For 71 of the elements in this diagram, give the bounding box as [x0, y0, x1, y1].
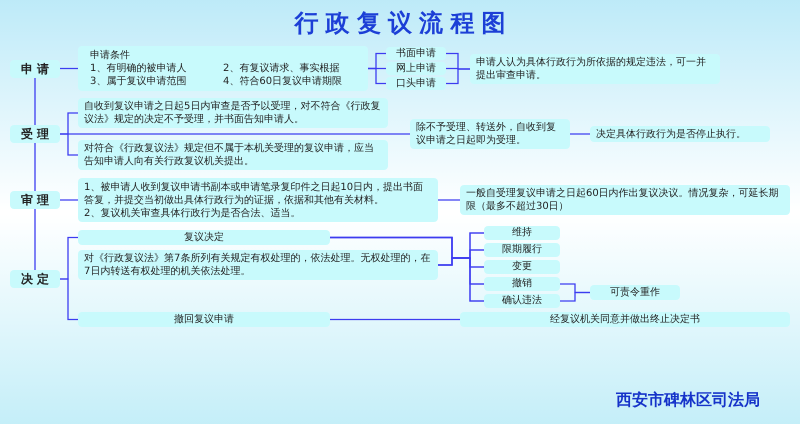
stage-box	[10, 125, 60, 143]
step-box	[78, 312, 330, 327]
step-box	[470, 54, 720, 84]
step-box	[78, 140, 388, 170]
step-box	[78, 178, 438, 222]
connector-line	[60, 68, 78, 70]
stage-label: 申请	[20, 62, 54, 76]
step-box	[410, 119, 570, 149]
connector-line	[570, 133, 590, 135]
step-text: 网上申请	[396, 62, 436, 74]
condition-item: 3、属于复议申请范围	[90, 75, 188, 88]
conditions-box	[78, 46, 368, 91]
step-box	[386, 77, 446, 90]
connector-line	[560, 292, 590, 302]
step-text: 书面申请	[396, 48, 436, 60]
step-text: 撤销	[512, 278, 532, 290]
step-box	[484, 243, 560, 257]
step-box	[590, 126, 770, 142]
step-text: 口头申请	[396, 78, 436, 90]
step-box	[386, 47, 446, 60]
step-text: 2、复议机关审查具体行政行为是否合法、适当。	[84, 206, 302, 220]
condition-item: 1、有明确的被申请人	[90, 62, 188, 75]
step-text: 申请人认为具体行政行为所依据的规定违法，可一并提出审查申请。	[476, 56, 707, 82]
condition-item: 4、符合60日复议申请期限	[223, 75, 344, 88]
step-box	[386, 62, 446, 75]
step-text: 一般自受理复议申请之日起60日内作出复议决议。情况复杂，可延长期限（最多不超过30日）	[466, 187, 780, 213]
step-text: 对符合《行政复议法》规定但不属于本机关受理的复议申请，应当告知申请人向有关行政复议机关提出。	[84, 142, 375, 168]
step-text: 确认违法	[502, 295, 542, 307]
stage-label: 决定	[20, 272, 54, 286]
connector-line	[438, 257, 484, 302]
stage-label: 受理	[20, 127, 54, 141]
connector-line	[34, 209, 36, 270]
step-box	[484, 226, 560, 240]
step-box	[484, 277, 560, 291]
stage-box	[10, 270, 60, 288]
step-box	[78, 98, 388, 128]
connector-line	[60, 278, 78, 320]
connector-line	[446, 68, 470, 84]
connector-line	[60, 133, 78, 156]
step-text: 经复议机关同意并做出终止决定书	[550, 314, 700, 326]
connector-line	[34, 143, 36, 191]
step-text: 自收到复议申请之日起5日内审查是否予以受理，对不符合《行政复议法》规定的决定不予受理，并书面告知申请人。	[84, 100, 382, 126]
step-box	[484, 260, 560, 274]
stage-box	[10, 191, 60, 209]
connector-line	[60, 199, 78, 201]
step-text: 除不予受理、转送外，自收到复议申请之日起即为受理。	[416, 121, 557, 147]
step-box	[78, 250, 438, 280]
step-box	[590, 285, 680, 300]
step-text: 可责令重作	[610, 286, 660, 298]
step-text: 对《行政复议法》第7条所列有关规定有权处理的，依法处理。无权处理的，在7日内转送有权处理的机关依法处理。	[84, 252, 432, 278]
step-box	[460, 312, 790, 327]
step-text: 撤回复议申请	[174, 314, 234, 326]
connector-line	[368, 68, 386, 84]
step-text: 变更	[512, 261, 532, 273]
footer-text: 西安市碑林区司法局	[616, 390, 760, 410]
condition-item: 2、有复议请求、事实根据	[223, 62, 340, 75]
step-box	[484, 294, 560, 308]
step-text: 维持	[512, 227, 532, 239]
step-box	[460, 185, 790, 215]
stage-label: 审理	[20, 193, 54, 207]
connector-line	[438, 199, 460, 201]
box-heading: 申请条件	[90, 49, 131, 62]
step-box	[78, 230, 330, 245]
step-text: 限期履行	[502, 244, 542, 256]
diagram-title: 行政复议流程图	[293, 8, 513, 38]
step-text: 决定具体行政行为是否停止执行。	[596, 128, 747, 140]
connector-line	[34, 78, 36, 125]
step-text: 复议决定	[184, 232, 224, 244]
step-text: 1、被申请人收到复议申请书副本或申请笔录复印件之日起10日内，提出书面答复，并提交当初做出具体行政行为的证据，依据和其他有关材料。	[84, 180, 424, 206]
stage-box	[10, 60, 60, 78]
connector-line	[330, 318, 460, 320]
